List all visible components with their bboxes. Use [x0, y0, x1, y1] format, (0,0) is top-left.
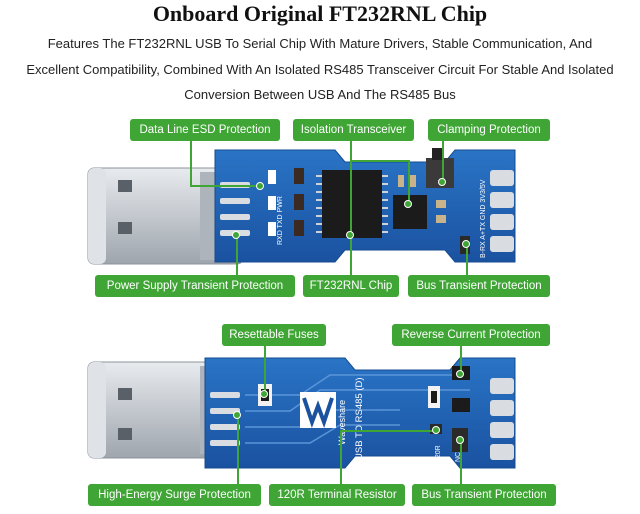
fuses-leader-dot [260, 390, 268, 398]
brand-silkscreen: Waveshare [337, 400, 347, 445]
clamping-leader-dot [438, 178, 446, 186]
label-isolation-transceiver: Isolation Transceiver [293, 119, 414, 141]
bus-transient-bottom-leader-dot [456, 436, 464, 444]
esd-leader-dot [256, 182, 264, 190]
top-pin-silkscreen: B-RX A+TX GND 3V3/5V [480, 179, 487, 258]
reverse-leader-dot [456, 370, 464, 378]
bottom-board: Waveshare USB TO RS485 (D) 120R NC [87, 357, 516, 469]
chip-leader-dot [346, 231, 354, 239]
surge-leader-dot [233, 411, 241, 419]
description-line-2: Excellent Compatibility, Combined With A… [26, 62, 614, 77]
bus-transient-top-leader-dot [462, 240, 470, 248]
surge-leader-line [237, 415, 239, 485]
terminal-leader-line-h [340, 430, 436, 432]
label-high-energy-surge-protection: High-Energy Surge Protection [88, 484, 261, 506]
isolation-leader-dot [404, 200, 412, 208]
bus-transient-top-leader-line [466, 244, 468, 276]
label-data-line-esd-protection: Data Line ESD Protection [130, 119, 280, 141]
fuses-leader-line [264, 346, 266, 394]
page-title: Onboard Original FT232RNL Chip [152, 1, 488, 26]
terminal-leader-dot [432, 426, 440, 434]
label-reverse-current-protection: Reverse Current Protection [392, 324, 550, 346]
label-bus-transient-protection-bottom: Bus Transient Protection [412, 484, 556, 506]
label-power-supply-transient-protection: Power Supply Transient Protection [95, 275, 295, 297]
clamping-leader-line [442, 141, 444, 181]
description-line-3: Conversion Between USB And The RS485 Bus [184, 87, 456, 102]
reverse-leader-line [460, 346, 462, 374]
label-clamping-protection: Clamping Protection [428, 119, 550, 141]
isolation-leader-line [350, 141, 352, 236]
top-led-silkscreen: RXD TXD PWR [277, 196, 284, 245]
nc-silkscreen: NC [455, 452, 462, 462]
chip-leader-line [350, 236, 352, 276]
esd-leader-line-h [190, 185, 260, 187]
bus-transient-bottom-leader-line [460, 440, 462, 485]
waveshare-logo [300, 392, 336, 428]
top-board: RXD TXD PWR [87, 148, 516, 265]
power-transient-leader-line [236, 236, 238, 276]
isolation-leader-line-h [350, 160, 410, 162]
label-resettable-fuses: Resettable Fuses [222, 324, 326, 346]
terminal-leader-line [340, 430, 342, 485]
esd-leader-line [190, 141, 192, 186]
description-line-1: Features The FT232RNL USB To Serial Chip… [47, 36, 593, 51]
ft232rnl-chip-graphic [316, 170, 388, 238]
top-leds [268, 168, 304, 236]
power-transient-leader-dot [232, 231, 240, 239]
product-silkscreen: USB TO RS485 (D) [354, 377, 365, 460]
label-ft232rnl-chip: FT232RNL Chip [303, 275, 399, 297]
label-bus-transient-protection-top: Bus Transient Protection [408, 275, 550, 297]
r120-silkscreen: 120R [435, 445, 442, 462]
label-120r-terminal-resistor: 120R Terminal Resistor [269, 484, 405, 506]
isolation-leader-line-v2 [408, 160, 410, 205]
